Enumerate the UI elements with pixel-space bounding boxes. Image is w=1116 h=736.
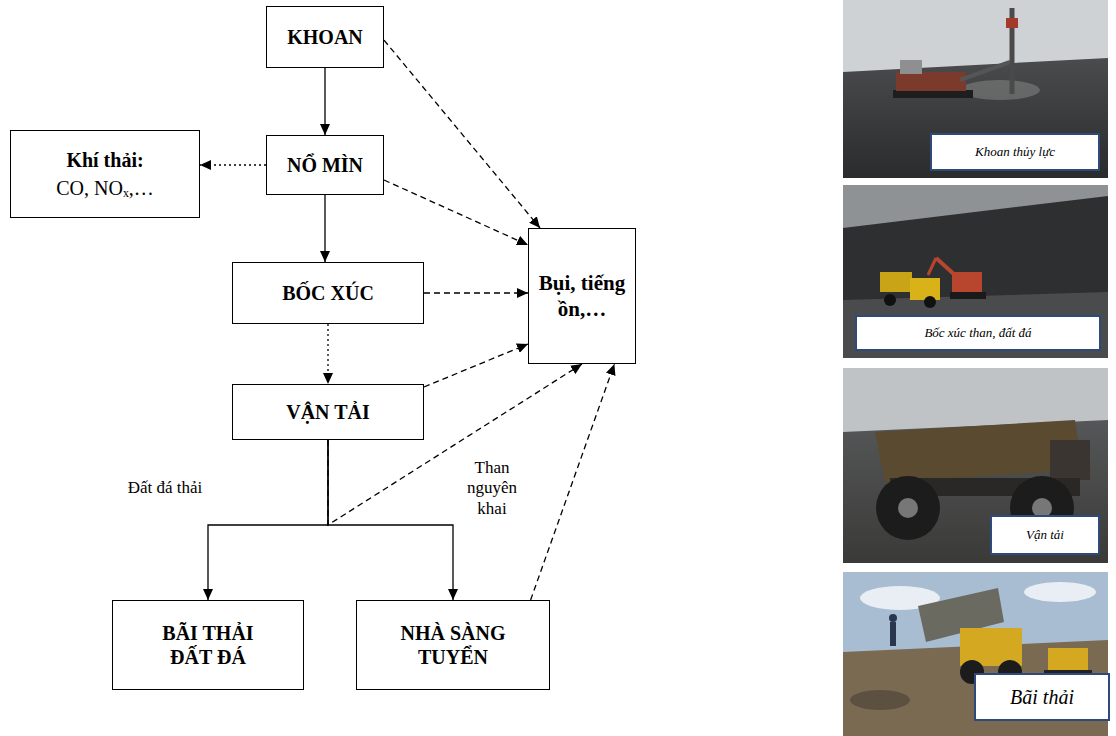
node-text: Bốc xúc than, đất đá [924, 325, 1031, 341]
node-text: CO, NOₓ,… [56, 176, 153, 200]
flow-arrow [384, 180, 528, 245]
node-text: BỐC XÚC [282, 281, 374, 305]
destination-box: NHÀ SÀNG TUYỂN [356, 600, 550, 690]
flow-arrow [200, 164, 266, 165]
impact-box: Bụi, tiếng ồn,… [528, 228, 636, 364]
node-text: VẬN TẢI [286, 400, 370, 424]
node-text: Bãi thải [1010, 685, 1074, 709]
node-text: Vận tải [1026, 527, 1064, 543]
node-text: Khoan thủy lực [975, 144, 1055, 160]
photo-caption: Khoan thủy lực [930, 133, 1100, 171]
edge-label-box: Than nguyên khai [454, 458, 530, 519]
edge-label: Than nguyên khai [454, 458, 530, 519]
process-box: KHOAN [266, 6, 384, 68]
node-text: NỔ MÌN [287, 153, 363, 177]
photo-caption: Bãi thải [974, 673, 1110, 721]
flow-arrow [384, 40, 540, 228]
photo-caption: Bốc xúc than, đất đá [855, 315, 1101, 351]
edge-label-box: Đất đá thải [126, 478, 204, 498]
process-box: VẬN TẢI [232, 384, 424, 440]
flow-arrow [324, 68, 325, 135]
flow-arrow [424, 292, 528, 293]
loading-photo [843, 185, 1108, 358]
node-text: Bụi, tiếng ồn,… [537, 270, 627, 323]
flow-arrow [324, 195, 325, 262]
node-text: KHOAN [287, 25, 363, 49]
process-box: BỐC XÚC [232, 262, 424, 324]
node-text: NHÀ SÀNG TUYỂN [393, 621, 513, 669]
flow-arrow [424, 344, 528, 387]
process-box: NỔ MÌN [266, 135, 384, 195]
drill-photo [843, 0, 1108, 178]
flow-arrow [328, 440, 453, 600]
destination-box: BÃI THẢI ĐẤT ĐÁ [112, 600, 304, 690]
photo-caption: Vận tải [990, 515, 1100, 555]
flow-arrow [327, 324, 328, 384]
node-text: BÃI THẢI ĐẤT ĐÁ [141, 621, 276, 669]
flow-arrow [208, 440, 328, 600]
edge-label: Đất đá thải [126, 478, 204, 498]
flow-arrow [531, 364, 615, 600]
node-text: Khí thải: [66, 148, 143, 172]
truck-photo [843, 368, 1108, 563]
emission-box: Khí thải: CO, NOₓ,… [10, 130, 200, 218]
